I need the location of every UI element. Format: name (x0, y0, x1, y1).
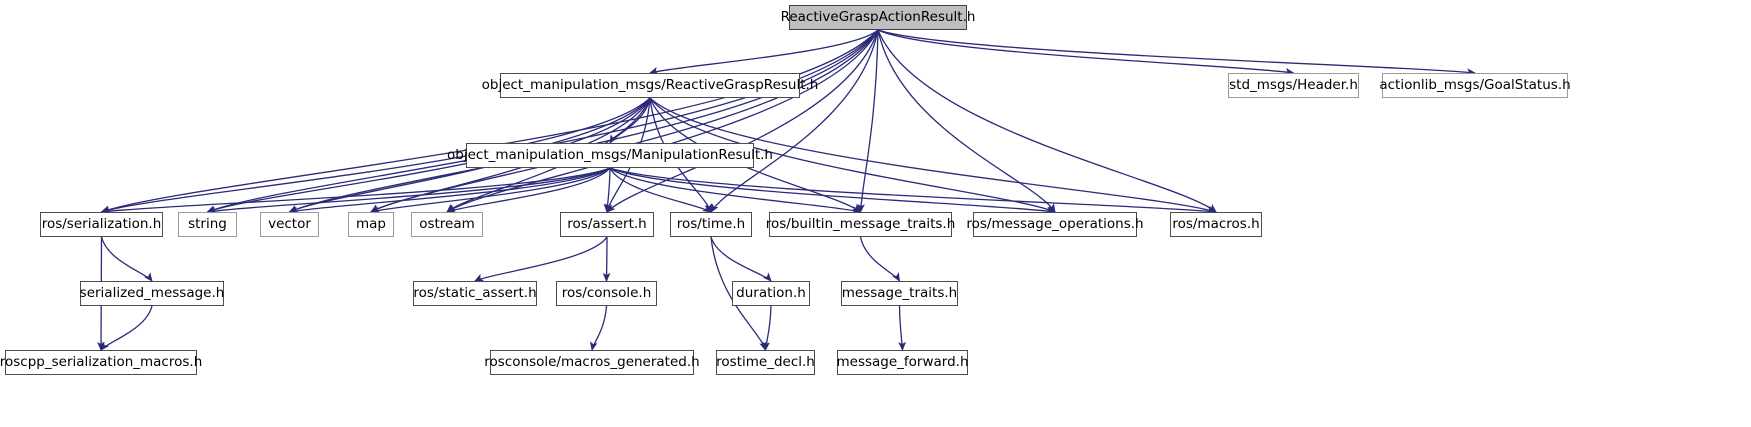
graph-node-ros-serialization-h[interactable]: ros/serialization.h (40, 212, 163, 237)
graph-node-message-traits-h[interactable]: message_traits.h (841, 281, 958, 306)
graph-edge (603, 167, 612, 214)
graph-node-rosconsole-macros-generated-h[interactable]: rosconsole/macros_generated.h (484, 350, 700, 375)
graph-edge (369, 167, 611, 214)
graph-node-ros-assert-h[interactable]: ros/assert.h (560, 212, 654, 237)
node-label: ros/builtin_message_traits.h (765, 215, 956, 232)
graph-edge (446, 97, 651, 213)
graph-edge (857, 29, 879, 214)
graph-node-vector[interactable]: vector (260, 212, 319, 237)
node-label: ros/time.h (676, 215, 746, 232)
graph-edge (100, 167, 611, 215)
graph-edge (877, 29, 1477, 77)
node-label: map (356, 215, 386, 232)
graph-edge (100, 305, 153, 351)
graph-edge (206, 167, 611, 215)
graph-edge (474, 236, 608, 282)
graph-edge (710, 236, 772, 282)
graph-edge (859, 236, 901, 282)
graph-node-actionlib-msgs-goalstatus-h[interactable]: actionlib_msgs/GoalStatus.h (1379, 73, 1571, 98)
node-label: serialized_message.h (79, 284, 225, 301)
graph-edge (100, 97, 651, 214)
node-label: duration.h (736, 284, 806, 301)
graph-node-string[interactable]: string (178, 212, 237, 237)
graph-edge (898, 305, 907, 352)
graph-edge (288, 167, 611, 215)
node-label: string (188, 215, 227, 232)
graph-edge (649, 97, 862, 213)
node-label: ros/message_operations.h (966, 215, 1144, 232)
graph-edge (100, 236, 153, 282)
graph-edge (762, 305, 772, 352)
graph-node-duration-h[interactable]: duration.h (732, 281, 810, 306)
graph-edge (609, 97, 651, 144)
graph-edge (877, 29, 1056, 213)
graph-edge (649, 97, 1056, 213)
graph-node-ros-static-assert-h[interactable]: ros/static_assert.h (413, 281, 537, 306)
node-label: actionlib_msgs/GoalStatus.h (1379, 76, 1571, 93)
graph-edge (877, 29, 1217, 213)
node-label: ros/serialization.h (41, 215, 162, 232)
graph-edge (609, 167, 1057, 215)
node-label: ros/macros.h (1172, 215, 1260, 232)
graph-node-rostime-decl-h[interactable]: rostime_decl.h (716, 350, 815, 375)
node-label: roscpp_serialization_macros.h (0, 353, 203, 370)
graph-node-map[interactable]: map (348, 212, 394, 237)
node-label: message_traits.h (841, 284, 958, 301)
graph-node-ros-message-operations-h[interactable]: ros/message_operations.h (966, 212, 1144, 237)
graph-edge (710, 236, 767, 351)
graph-edge (710, 29, 879, 213)
graph-edge (649, 97, 1217, 214)
graph-node-ostream[interactable]: ostream (411, 212, 483, 237)
node-label: rostime_decl.h (716, 353, 815, 370)
node-label: ostream (419, 215, 475, 232)
node-label: ReactiveGraspActionResult.h (780, 8, 976, 25)
node-label: rosconsole/macros_generated.h (484, 353, 700, 370)
graph-node-object-manipulation-msgs-manipulationresult-h[interactable]: object_manipulation_msgs/ManipulationRes… (447, 143, 773, 168)
graph-node-ros-builtin-message-traits-h[interactable]: ros/builtin_message_traits.h (766, 212, 955, 237)
graph-edge (602, 236, 611, 283)
graph-node-roscpp-serialization-macros-h[interactable]: roscpp_serialization_macros.h (0, 350, 202, 375)
node-label: ros/static_assert.h (413, 284, 537, 301)
graph-node-ros-macros-h[interactable]: ros/macros.h (1170, 212, 1262, 237)
node-label: object_manipulation_msgs/ManipulationRes… (447, 146, 773, 163)
node-label: vector (268, 215, 311, 232)
node-label: ros/assert.h (567, 215, 647, 232)
graph-edge (446, 167, 611, 213)
graph-node-std-msgs-header-h[interactable]: std_msgs/Header.h (1228, 73, 1359, 98)
graph-edge (648, 29, 879, 75)
graph-edge (589, 305, 608, 352)
graph-edge (609, 167, 862, 214)
graph-node-message-forward-h[interactable]: message_forward.h (836, 350, 969, 375)
graph-node-ros-console-h[interactable]: ros/console.h (556, 281, 657, 306)
graph-edge (877, 29, 1295, 76)
graph-node-ros-time-h[interactable]: ros/time.h (670, 212, 752, 237)
graph-node-reactivegraspactionresult-h[interactable]: ReactiveGraspActionResult.h (781, 5, 975, 30)
graph-node-object-manipulation-msgs-reactivegraspresult-h[interactable]: object_manipulation_msgs/ReactiveGraspRe… (482, 73, 818, 98)
node-label: ros/console.h (561, 284, 652, 301)
node-label: object_manipulation_msgs/ReactiveGraspRe… (481, 76, 819, 93)
graph-edge (609, 167, 1218, 216)
node-label: message_forward.h (836, 353, 969, 370)
node-label: std_msgs/Header.h (1229, 76, 1358, 93)
graph-edge (609, 167, 712, 213)
graph-node-serialized-message-h[interactable]: serialized_message.h (80, 281, 224, 306)
graph-edge (370, 97, 651, 213)
